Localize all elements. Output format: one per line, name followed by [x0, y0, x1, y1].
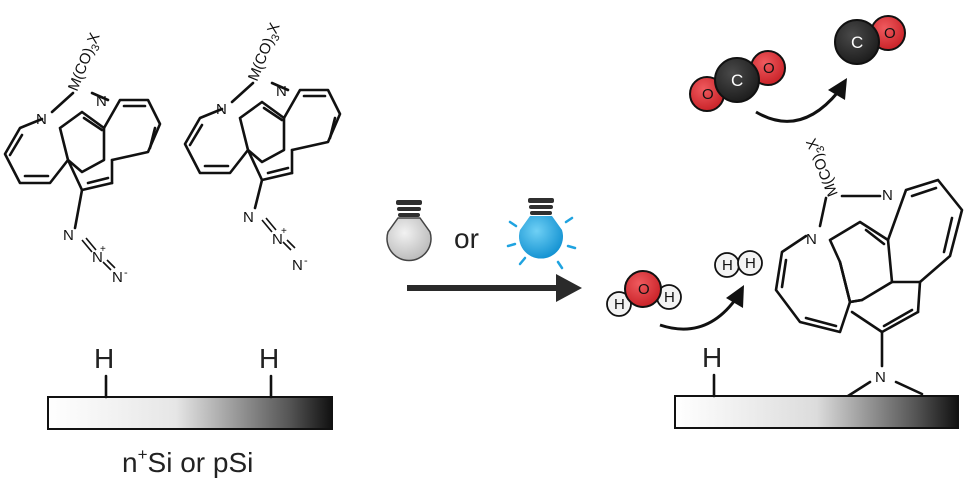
silicon-substrate-left: [47, 396, 333, 430]
reaction-arrow: [407, 274, 582, 302]
azide-n3-label-1: N: [112, 269, 123, 286]
water-oxygen: O: [638, 281, 650, 298]
nitrogen-label-3a: N: [806, 231, 817, 248]
phenanthroline-azide-complex-2: [183, 81, 342, 251]
svg-text:M(CO)3X: M(CO)3X: [245, 20, 286, 84]
water-hydrogen-1: H: [614, 296, 625, 313]
azide-minus-2: -: [304, 255, 308, 267]
azide-plus-1: +: [100, 244, 106, 255]
azide-n1-label-2: N: [243, 209, 254, 226]
metal-carbonyl-label-1: M(CO)3X: [65, 30, 106, 94]
substrate-label: n+Si or pSi: [122, 445, 253, 478]
nitrogen-label-2b: N: [276, 83, 287, 100]
co2-oxygen-2: O: [763, 60, 775, 77]
svg-text:M(CO)3X: M(CO)3X: [803, 135, 844, 199]
co2-carbon: C: [731, 71, 743, 90]
metal-carbonyl-label-2: M(CO)3X: [245, 20, 286, 84]
water-molecule: [606, 270, 682, 317]
grafted-phenanthroline-complex: [774, 178, 964, 398]
co-oxygen: O: [884, 25, 896, 42]
nitrogen-label-1a: N: [36, 111, 47, 128]
h2-hydrogen-2: H: [745, 255, 756, 272]
light-or-label: or: [454, 223, 479, 254]
hydrogen-label-right: H: [702, 342, 722, 373]
hydrogen-label-left-2: H: [259, 343, 279, 374]
light-bulb-on-icon: [506, 198, 577, 270]
nitrogen-label-2a: N: [216, 101, 227, 118]
co2-reduction-arrow: [755, 78, 847, 123]
svg-text:M(CO)3X: M(CO)3X: [65, 30, 106, 94]
water-reduction-arrow: [659, 285, 744, 331]
carbon-monoxide-molecule: [834, 15, 906, 65]
azide-n3-label-2: N: [292, 257, 303, 274]
azide-plus-2: +: [281, 226, 287, 237]
linker-nitrogen-label: N: [875, 369, 886, 386]
metal-carbonyl-label-3: M(CO)3X: [803, 135, 844, 199]
azide-n2-label-1: N: [92, 249, 103, 266]
hydrogen-label-left-1: H: [94, 343, 114, 374]
azide-minus-1: -: [124, 267, 128, 279]
co-carbon: C: [851, 33, 863, 52]
phenanthroline-azide-complex-1: [3, 91, 162, 271]
co2-oxygen-1: O: [702, 86, 714, 103]
silicon-substrate-right: [674, 395, 959, 429]
light-bulb-off-icon: [386, 200, 432, 262]
azide-n2-label-2: N: [272, 231, 283, 248]
carbon-dioxide-molecule: [689, 50, 786, 112]
nitrogen-label-3b: N: [882, 187, 893, 204]
hydrogen-molecule: [714, 250, 763, 278]
h2-hydrogen-1: H: [722, 257, 733, 274]
water-hydrogen-2: H: [664, 289, 675, 306]
nitrogen-label-1b: N: [96, 93, 107, 110]
azide-n1-label-1: N: [63, 227, 74, 244]
